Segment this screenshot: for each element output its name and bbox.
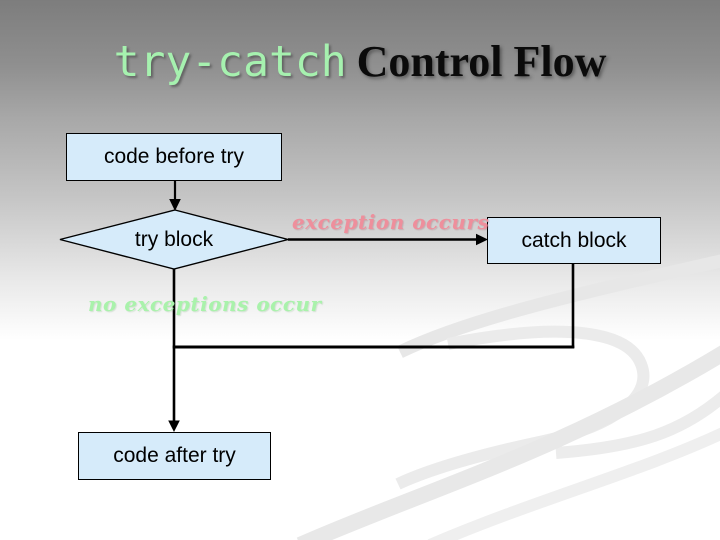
edge-label-exception-occurs: exception occurs — [292, 210, 490, 234]
title-main-segment: Control Flow — [356, 37, 607, 86]
arrowhead-down-icon — [168, 420, 180, 432]
flowchart-node-code-before-try: code before try — [66, 133, 282, 181]
title-code-segment: try-catch — [113, 37, 347, 87]
swirl-ribbon — [427, 427, 720, 540]
swirl-ribbon — [397, 254, 720, 358]
edge-label-no-exceptions-occur: no exceptions occur — [88, 292, 322, 316]
flowchart-node-catch-block: catch block — [487, 217, 661, 264]
swirl-ribbon — [555, 391, 720, 459]
flowchart-node-code-after-try: code after try — [78, 432, 271, 480]
arrowhead-down-icon — [169, 199, 181, 211]
arrowhead-right-icon — [476, 233, 488, 246]
swirl-ribbon — [296, 345, 720, 540]
flowchart-node-try-block-label: try block — [134, 228, 214, 251]
